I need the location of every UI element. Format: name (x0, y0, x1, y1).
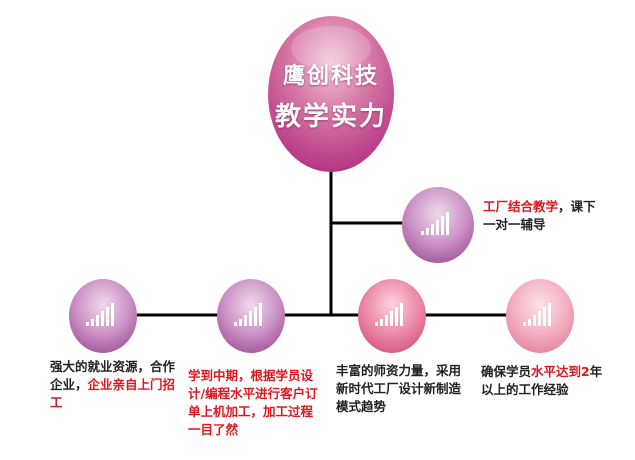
highlight-text: 水平达到2 (531, 364, 590, 379)
desc-bottom-3: 丰富的师资力量，采用新时代工厂设计新制造模式趋势 (336, 362, 464, 416)
center-highlight (291, 26, 371, 70)
signal-bars-icon (421, 212, 449, 235)
desc-text: 确保学员 (481, 364, 532, 379)
node-bottom-3 (358, 279, 426, 353)
desc-text: 强大的就业资源，合作企业， (50, 359, 176, 392)
desc-bottom-1: 强大的就业资源，合作企业，企业亲自上门招工 (50, 358, 176, 412)
desc-text: 年以上的工作经验 (481, 364, 603, 397)
desc-top-right: 工厂结合教学，课下一对一辅导 (483, 198, 603, 234)
node-bottom-2 (217, 279, 285, 353)
signal-bars-icon (523, 303, 551, 326)
highlight-text: 学到中期，根据学员设计/编程水平进行客户订单上机加工，加工过程一目了然 (188, 368, 318, 437)
node-bottom-4 (506, 279, 574, 353)
highlight-text: 工厂结合教学 (483, 199, 559, 214)
center-title-line-1: 鹰创科技 (282, 64, 379, 89)
desc-text: 丰富的师资力量，采用新时代工厂设计新制造模式趋势 (336, 363, 462, 414)
center-node (268, 16, 394, 172)
signal-bars-icon (234, 303, 262, 326)
signal-bars-icon (375, 303, 403, 326)
connector-lines (103, 162, 540, 317)
node-top-right (402, 187, 474, 263)
center-circle (268, 16, 394, 172)
node-bottom-1 (69, 279, 137, 353)
desc-bottom-4: 确保学员水平达到2年以上的工作经验 (481, 363, 607, 399)
desc-text: ，课下一对一辅导 (483, 199, 596, 232)
signal-bars-icon (86, 303, 114, 326)
highlight-text: 企业亲自上门招工 (50, 377, 176, 410)
center-title-line-2: 教学实力 (274, 102, 387, 132)
desc-bottom-2: 学到中期，根据学员设计/编程水平进行客户订单上机加工，加工过程一目了然 (188, 367, 322, 439)
